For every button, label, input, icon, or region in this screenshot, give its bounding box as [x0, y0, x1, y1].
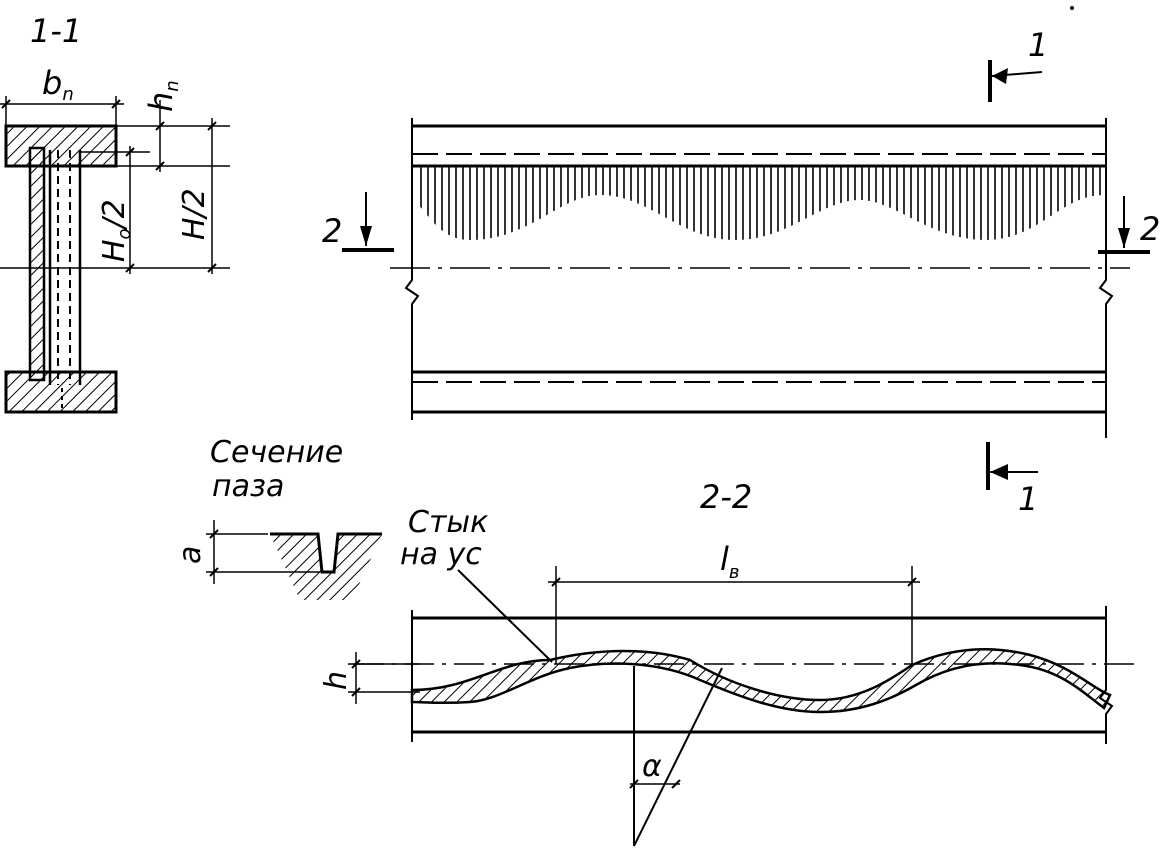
groove-title-line1: Сечение [210, 435, 343, 470]
web [28, 146, 46, 382]
groove-section: Сечение паза a [173, 435, 382, 600]
section-1-1-group: 1-1 bn hn Ho/2 [0, 12, 230, 414]
section-2-2-group: 2-2 Стык на ус lв h α [319, 478, 1136, 847]
alpha-label: α [642, 749, 662, 784]
section-mark-2-right: 2 [1140, 210, 1160, 248]
section-1-1-title: 1-1 [30, 12, 82, 50]
groove-title-line2: паза [212, 469, 284, 504]
section-mark-1-top: 1 [1028, 26, 1048, 64]
section-mark-1-bottom: 1 [1018, 480, 1038, 518]
hn-label: hn [142, 80, 183, 112]
groove-dim-a: a [173, 546, 208, 564]
h-small-label: h [319, 671, 354, 690]
lv-label: lв [720, 540, 740, 583]
wavy-board [410, 648, 1112, 714]
top-flange [4, 124, 118, 168]
section-mark-2-left: 2 [322, 212, 342, 250]
joint-label-line1: Стык [408, 505, 488, 540]
bn-label: bn [42, 64, 74, 105]
h0-half-label: Ho/2 [97, 199, 135, 262]
section-2-2-title: 2-2 [700, 478, 752, 516]
h-half-label: H/2 [177, 188, 212, 240]
elevation-view: 1 2 2 1 [322, 26, 1160, 518]
joint-label-line2: на ус [400, 537, 482, 572]
